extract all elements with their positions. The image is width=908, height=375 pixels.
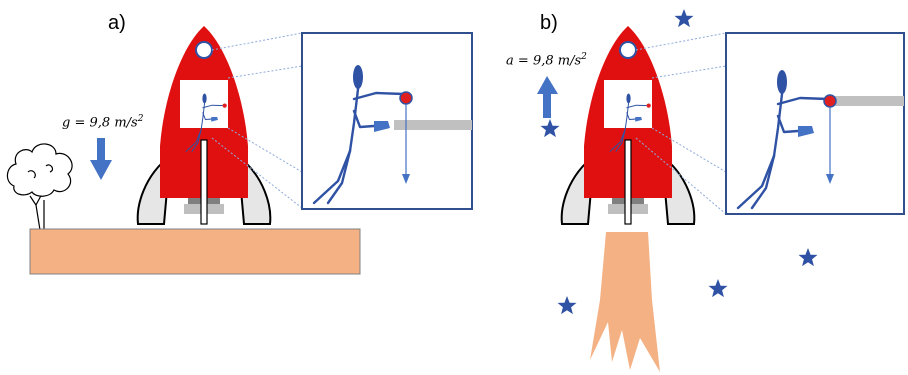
- flame: [590, 232, 660, 372]
- ground-block: [29, 228, 361, 275]
- tree-icon: [6, 143, 73, 231]
- gravity-unit: m/s: [114, 115, 138, 131]
- panel-b-label: b): [540, 12, 558, 34]
- acceleration-arrow-icon: [537, 76, 558, 118]
- acceleration-unit: m/s: [557, 53, 582, 69]
- rocket-b: [560, 25, 696, 225]
- projection-lines-a: [211, 32, 303, 209]
- projection-lines-b: [635, 32, 727, 215]
- rocket-a: [136, 25, 272, 225]
- acceleration-label: a = 9,8 m/s2: [506, 52, 587, 69]
- acceleration-exponent: 2: [581, 52, 587, 62]
- window-figure-b: [609, 92, 651, 152]
- acceleration-value: 9,8: [532, 53, 554, 69]
- gravity-value: 9,8: [89, 115, 111, 131]
- panel-a-label: a): [108, 12, 126, 34]
- gravity-label: g = 9,8 m/s2: [62, 114, 144, 131]
- acceleration-symbol: a: [506, 53, 514, 69]
- inset-a: [301, 32, 473, 210]
- inset-b: [725, 32, 905, 215]
- window-figure-a: [185, 92, 227, 152]
- gravity-exponent: 2: [137, 114, 144, 124]
- gravity-symbol: g: [62, 115, 71, 131]
- gravity-arrow-icon: [90, 138, 112, 180]
- ball-icon: [823, 94, 837, 108]
- ball-icon: [399, 91, 413, 105]
